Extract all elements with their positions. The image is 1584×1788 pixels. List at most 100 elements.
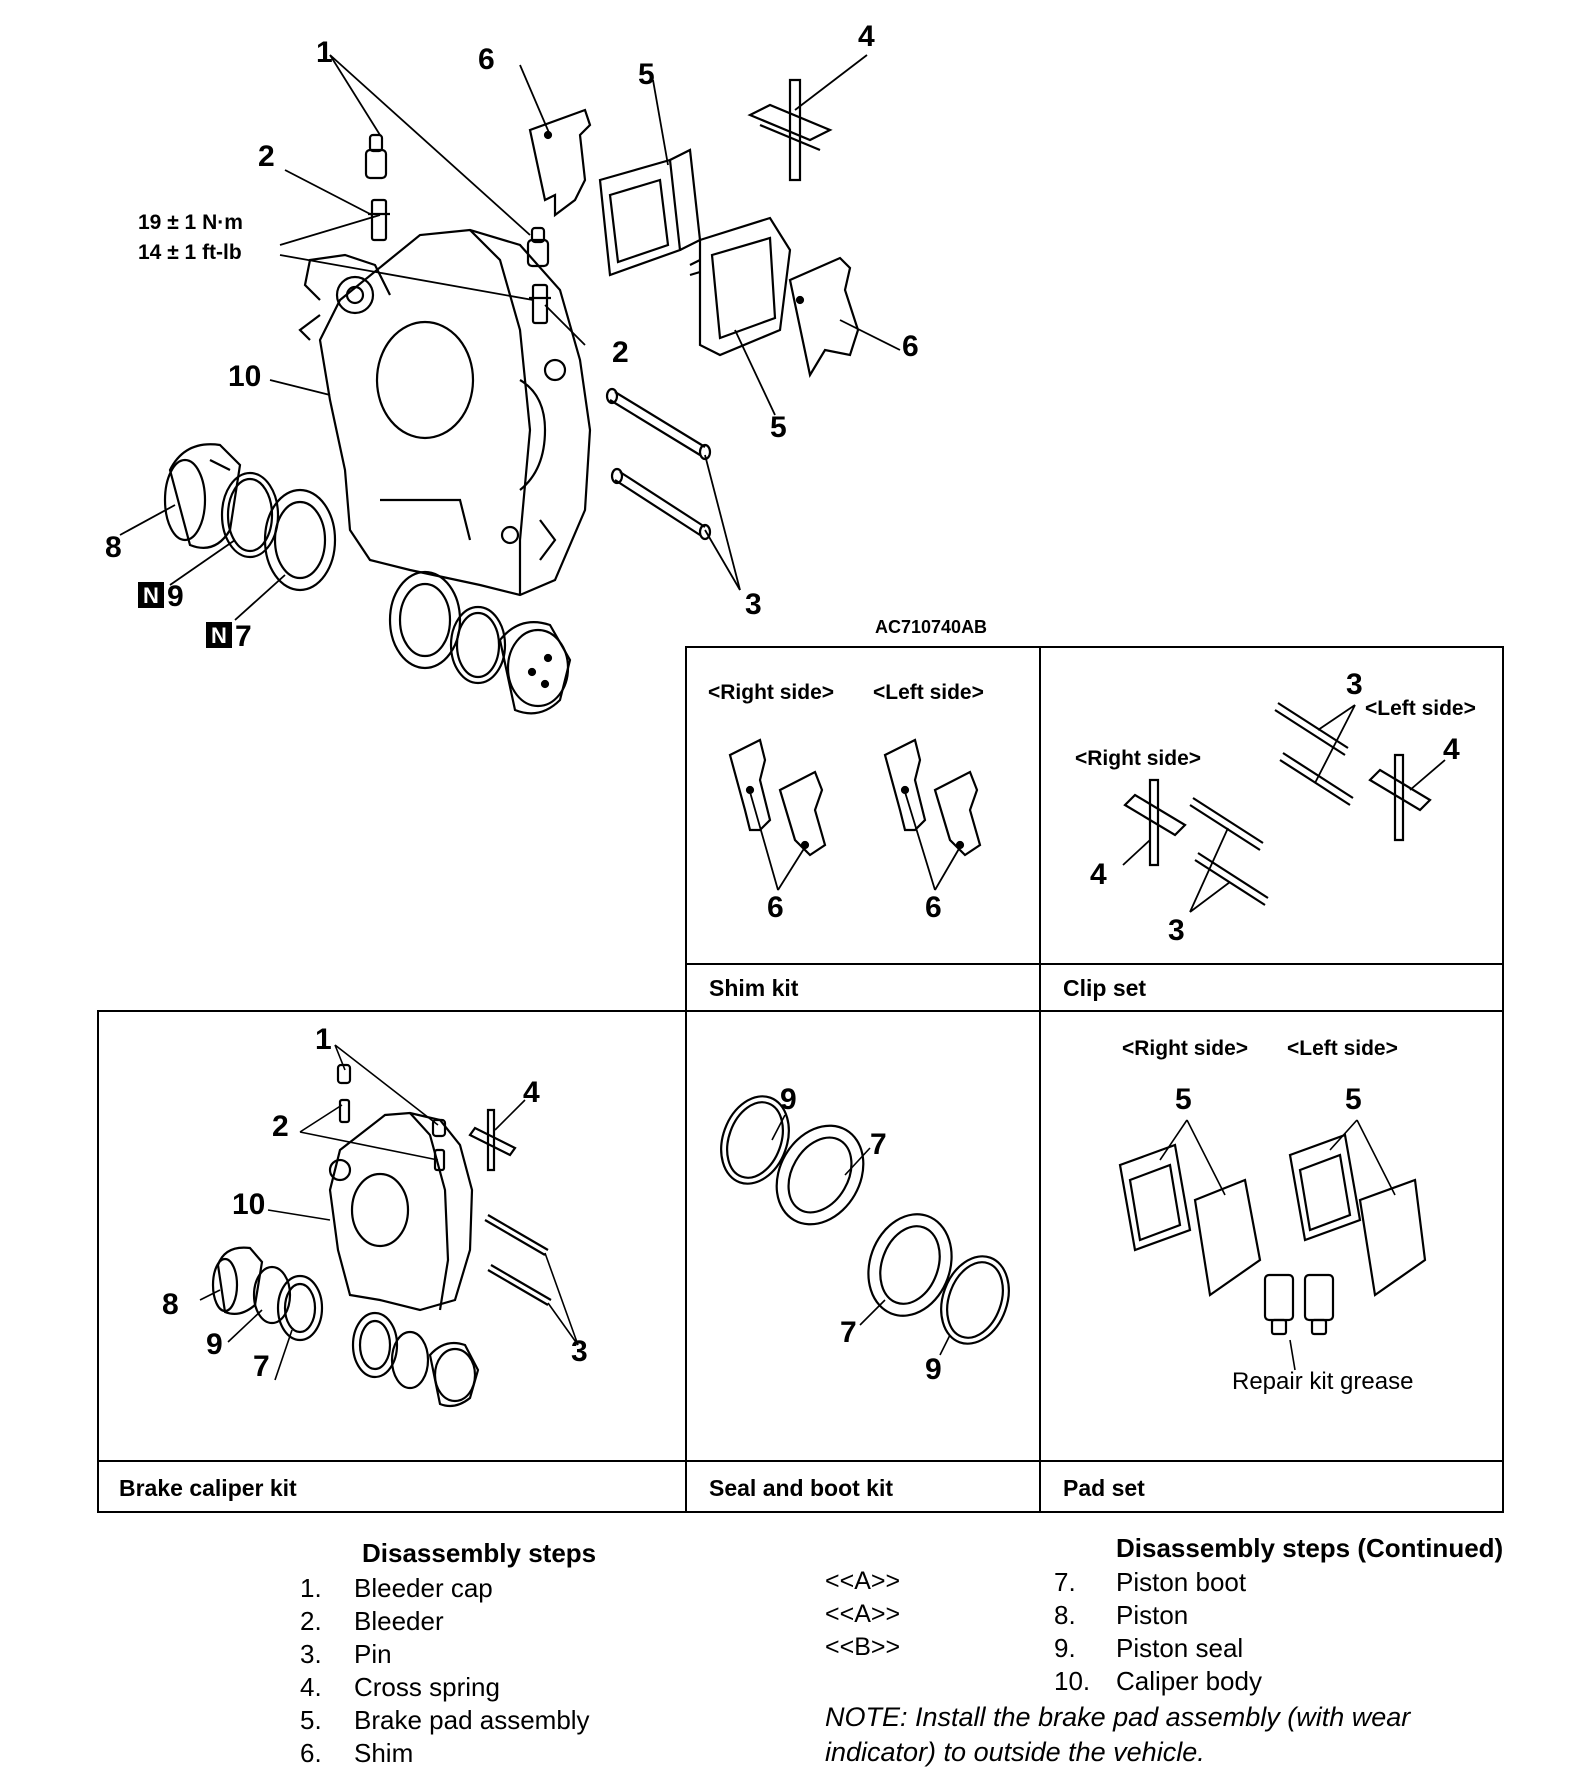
- steps-list-1: 1. Bleeder cap 2. Bleeder 3.Pin 4. Cross sp…: [300, 1572, 590, 1770]
- step-code-9: <<B>>: [825, 1633, 901, 1661]
- callout-6-top: 6: [478, 43, 495, 76]
- pad-set-right-side: <Right side>: [1122, 1037, 1249, 1060]
- step-row: 4. Cross spring: [300, 1671, 590, 1704]
- main-brake-pad-front: [689, 216, 792, 357]
- install-note: NOTE: Install the brake pad assembly (wi…: [825, 1702, 1411, 1767]
- shim-kit-callout-6b: 6: [925, 891, 942, 924]
- step-code-8: <<A>>: [825, 1600, 901, 1628]
- step-code-7: <<A>>: [825, 1567, 901, 1595]
- callout-3: 3: [745, 588, 762, 621]
- clip-set-callout-3a: 3: [1346, 668, 1363, 701]
- seal-kit-callout-7a: 7: [870, 1128, 887, 1161]
- seal-kit-callout-9b: 9: [925, 1353, 942, 1386]
- step-text: Caliper body: [1116, 1666, 1262, 1696]
- step-number: 7.: [1054, 1567, 1076, 1597]
- caliper-kit-callout-3: 3: [571, 1335, 588, 1368]
- step-text: Bleeder cap: [354, 1573, 493, 1603]
- seal-kit-callout-9a: 9: [780, 1083, 797, 1116]
- caliper-kit-callout-7: 7: [253, 1350, 270, 1383]
- shim-kit-callout-6a: 6: [767, 891, 784, 924]
- step-text: Piston boot: [1116, 1567, 1247, 1597]
- step-text: Cross spring: [354, 1672, 500, 1702]
- torque-spec-metric: 19 ± 1 N·m: [138, 211, 243, 234]
- pad-set-title: Pad set: [1063, 1475, 1145, 1501]
- step-number: 6.: [300, 1738, 322, 1768]
- callout-5-top: 5: [638, 58, 655, 91]
- callout-2-lower: 2: [612, 336, 629, 369]
- n-badge: N: [206, 622, 232, 648]
- clip-set-callout-3b: 3: [1168, 914, 1185, 947]
- caliper-kit-callout-4: 4: [523, 1076, 540, 1109]
- callout-5-lower: 5: [770, 411, 787, 444]
- step-row: 3.Pin: [300, 1638, 590, 1671]
- step-number: 8.: [1054, 1600, 1076, 1630]
- shim-kit-drawing: [728, 738, 982, 891]
- bleeders: [368, 198, 551, 325]
- callout-9-number: 9: [167, 580, 184, 613]
- main-piston-seal-left: [220, 471, 280, 559]
- steps-list-2: 7. Piston boot 8. Piston 9. Piston seal 10.…: [1054, 1566, 1262, 1698]
- step-row: 5. Brake pad assembly: [300, 1704, 590, 1737]
- step-text: Brake pad assembly: [354, 1705, 590, 1735]
- step-number: 5.: [300, 1705, 322, 1735]
- brake-caliper-kit-title: Brake caliper kit: [119, 1475, 297, 1501]
- step-text: Pin: [354, 1639, 392, 1669]
- step-row: 9. Piston seal: [1054, 1632, 1262, 1665]
- figure-code: AC710740AB: [875, 617, 988, 637]
- step-text: Piston: [1116, 1600, 1189, 1630]
- step-row: 7. Piston boot: [1054, 1566, 1262, 1599]
- main-caliper-body: [298, 228, 592, 597]
- bleeder-caps: [364, 133, 550, 268]
- step-row: 6. Shim: [300, 1737, 590, 1770]
- caliper-kit-callout-10: 10: [232, 1188, 266, 1221]
- caliper-kit-callout-2: 2: [272, 1110, 289, 1143]
- clip-set-left-side: <Left side>: [1365, 697, 1476, 720]
- step-text: Piston seal: [1116, 1633, 1244, 1663]
- main-brake-pad-top: [598, 148, 702, 277]
- clip-set-drawing: [1122, 702, 1446, 913]
- step-number: 9.: [1054, 1633, 1076, 1663]
- step-row: 8. Piston: [1054, 1599, 1262, 1632]
- step-row: 10. Caliper body: [1054, 1665, 1262, 1698]
- n-badge: N: [138, 582, 164, 608]
- main-pins: [605, 387, 712, 541]
- step-number: 4.: [300, 1672, 322, 1702]
- step-number: 10.: [1054, 1666, 1091, 1696]
- pad-set-callout-5b: 5: [1345, 1083, 1362, 1116]
- step-text: Shim: [354, 1738, 414, 1768]
- pad-set-drawing: [1118, 1119, 1427, 1371]
- steps-heading-continued: Disassembly steps (Continued): [1116, 1533, 1504, 1563]
- shim-kit-title: Shim kit: [709, 975, 799, 1001]
- main-piston-left: [163, 443, 242, 549]
- kit-table-grid: [97, 646, 1504, 1513]
- main-piston-seal-right: [449, 605, 507, 685]
- step-row: 1. Bleeder cap: [300, 1572, 590, 1605]
- clip-set-callout-4b: 4: [1443, 733, 1460, 766]
- step-number: 2.: [300, 1606, 322, 1636]
- step-number: 1.: [300, 1573, 322, 1603]
- shim-kit-right-side: <Right side>: [708, 681, 835, 704]
- main-piston-boot-right: [388, 570, 462, 670]
- callout-1: 1: [316, 36, 333, 69]
- pad-set-callout-5a: 5: [1175, 1083, 1192, 1116]
- clip-set-right-side: <Right side>: [1075, 747, 1202, 770]
- caliper-kit-callout-1: 1: [315, 1023, 332, 1056]
- clip-set-callout-4a: 4: [1090, 858, 1107, 891]
- main-leader-lines: [119, 54, 901, 621]
- callout-10: 10: [228, 360, 262, 393]
- callout-4: 4: [858, 20, 875, 53]
- clip-set-title: Clip set: [1063, 975, 1147, 1001]
- seal-boot-kit-title: Seal and boot kit: [709, 1475, 894, 1501]
- step-codes: <<A>> <<A>> <<B>>: [825, 1565, 900, 1664]
- seal-kit-callout-7b: 7: [840, 1316, 857, 1349]
- callout-2-upper: 2: [258, 140, 275, 173]
- callout-8: 8: [105, 531, 122, 564]
- brake-caliper-kit-drawing: [199, 1044, 579, 1408]
- pad-set-left-side: <Left side>: [1287, 1037, 1398, 1060]
- step-text: Bleeder: [354, 1606, 444, 1636]
- callout-7-number: 7: [235, 620, 252, 653]
- main-piston-boot-left: [263, 488, 337, 592]
- main-shim-right: [788, 256, 860, 378]
